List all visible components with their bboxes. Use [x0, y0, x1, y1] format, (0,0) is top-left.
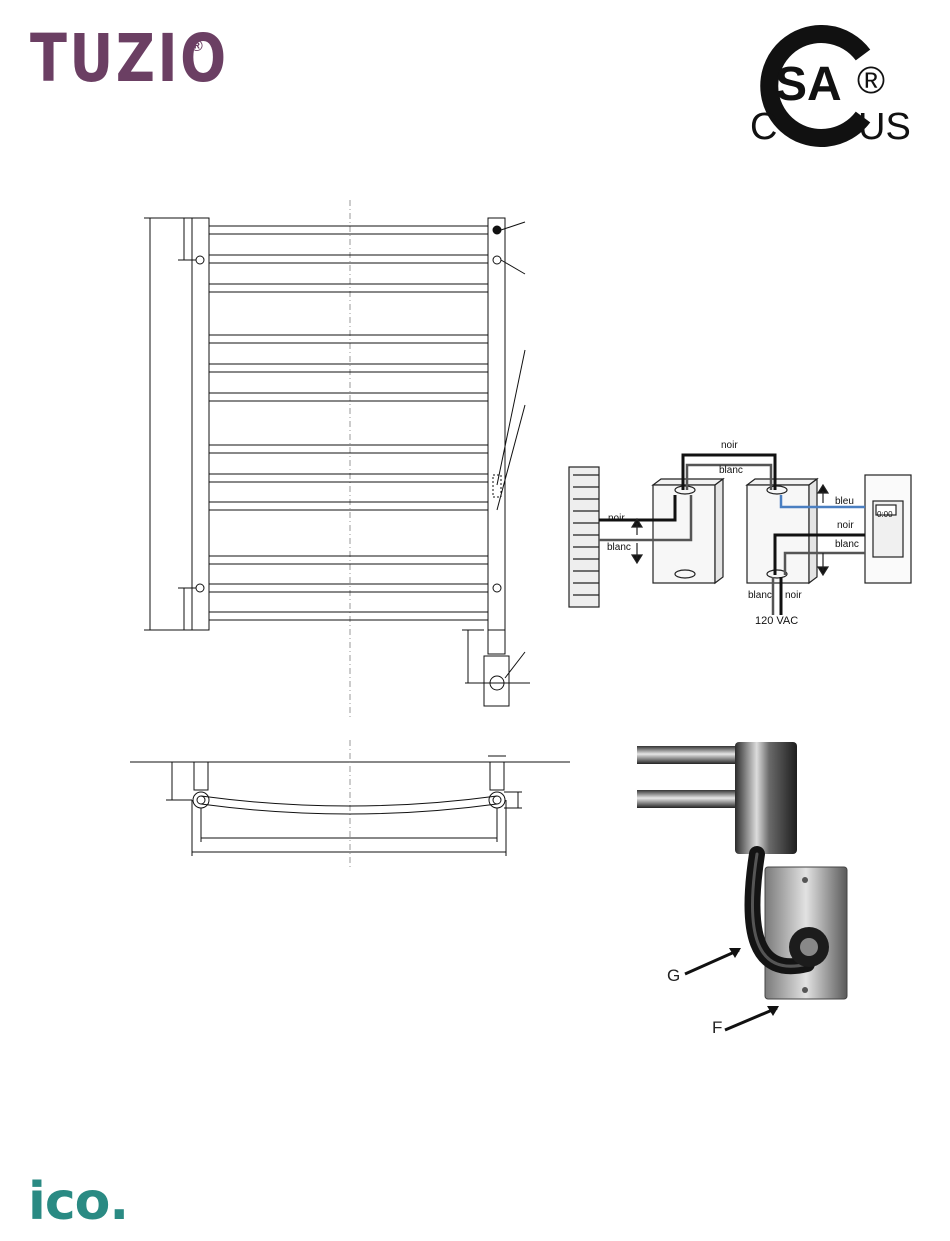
arrow-icon — [818, 553, 828, 575]
installation-photo: G F — [637, 742, 859, 1042]
leader-element-b — [497, 405, 525, 510]
mount-hole-top-left — [196, 256, 204, 264]
arrow-icon — [632, 543, 642, 563]
label-supply-voltage: 120 VAC — [755, 616, 798, 627]
brand-registered-mark: ® — [191, 38, 203, 56]
label-switch-noir: noir — [837, 521, 854, 531]
csa-us-label: US — [858, 108, 911, 146]
tuzio-logo: TUZIO — [30, 26, 229, 92]
towel-warmer-icon — [569, 467, 599, 607]
junction-plate — [484, 656, 509, 706]
left-side-rail — [192, 218, 209, 630]
internal-heater-element — [493, 475, 501, 497]
mount-hole-bottom-left — [196, 584, 204, 592]
top-view-drawing — [120, 740, 580, 870]
indicator-light — [493, 226, 501, 234]
left-rail-section — [193, 792, 209, 808]
side-rail-photo — [735, 742, 797, 854]
label-top-noir: noir — [721, 441, 738, 451]
right-side-rail — [488, 218, 505, 630]
junction-box-left — [653, 479, 723, 583]
label-supply-noir: noir — [785, 591, 802, 601]
mount-hole-top-right — [493, 256, 501, 264]
label-towel-blanc: blanc — [607, 543, 631, 553]
label-switch-blanc: blanc — [835, 540, 859, 550]
timer-display: 0:00 — [877, 511, 893, 519]
label-f: F — [712, 1018, 722, 1038]
right-standoff — [490, 762, 504, 790]
csa-symbol-text: SA — [775, 58, 842, 111]
junction-box-right — [747, 479, 817, 583]
label-towel-noir: noir — [608, 514, 625, 524]
crossbar-group — [209, 226, 488, 620]
cable-exit — [488, 630, 505, 654]
crossbar-curve-top — [201, 796, 497, 806]
timer-switch-icon — [865, 475, 911, 583]
csa-registered-mark: ® — [857, 60, 885, 102]
crossbar-photo-2 — [637, 790, 737, 808]
leader-element-a — [497, 350, 525, 485]
front-view-drawing — [120, 200, 560, 720]
label-g: G — [667, 966, 680, 986]
crossbar-photo-1 — [637, 746, 737, 764]
wiring-diagram: noir blanc noir blanc bleu noir blanc bl… — [565, 435, 930, 630]
csa-c-label: C — [750, 108, 777, 146]
label-switch-bleu: bleu — [835, 497, 854, 507]
mount-hole-bottom-right — [493, 584, 501, 592]
right-rail-section — [489, 792, 505, 808]
arrow-icon — [818, 485, 828, 503]
ico-logo: ico. — [28, 1176, 128, 1228]
label-supply-blanc: blanc — [748, 591, 772, 601]
left-standoff — [194, 762, 208, 790]
label-top-blanc: blanc — [719, 466, 743, 476]
